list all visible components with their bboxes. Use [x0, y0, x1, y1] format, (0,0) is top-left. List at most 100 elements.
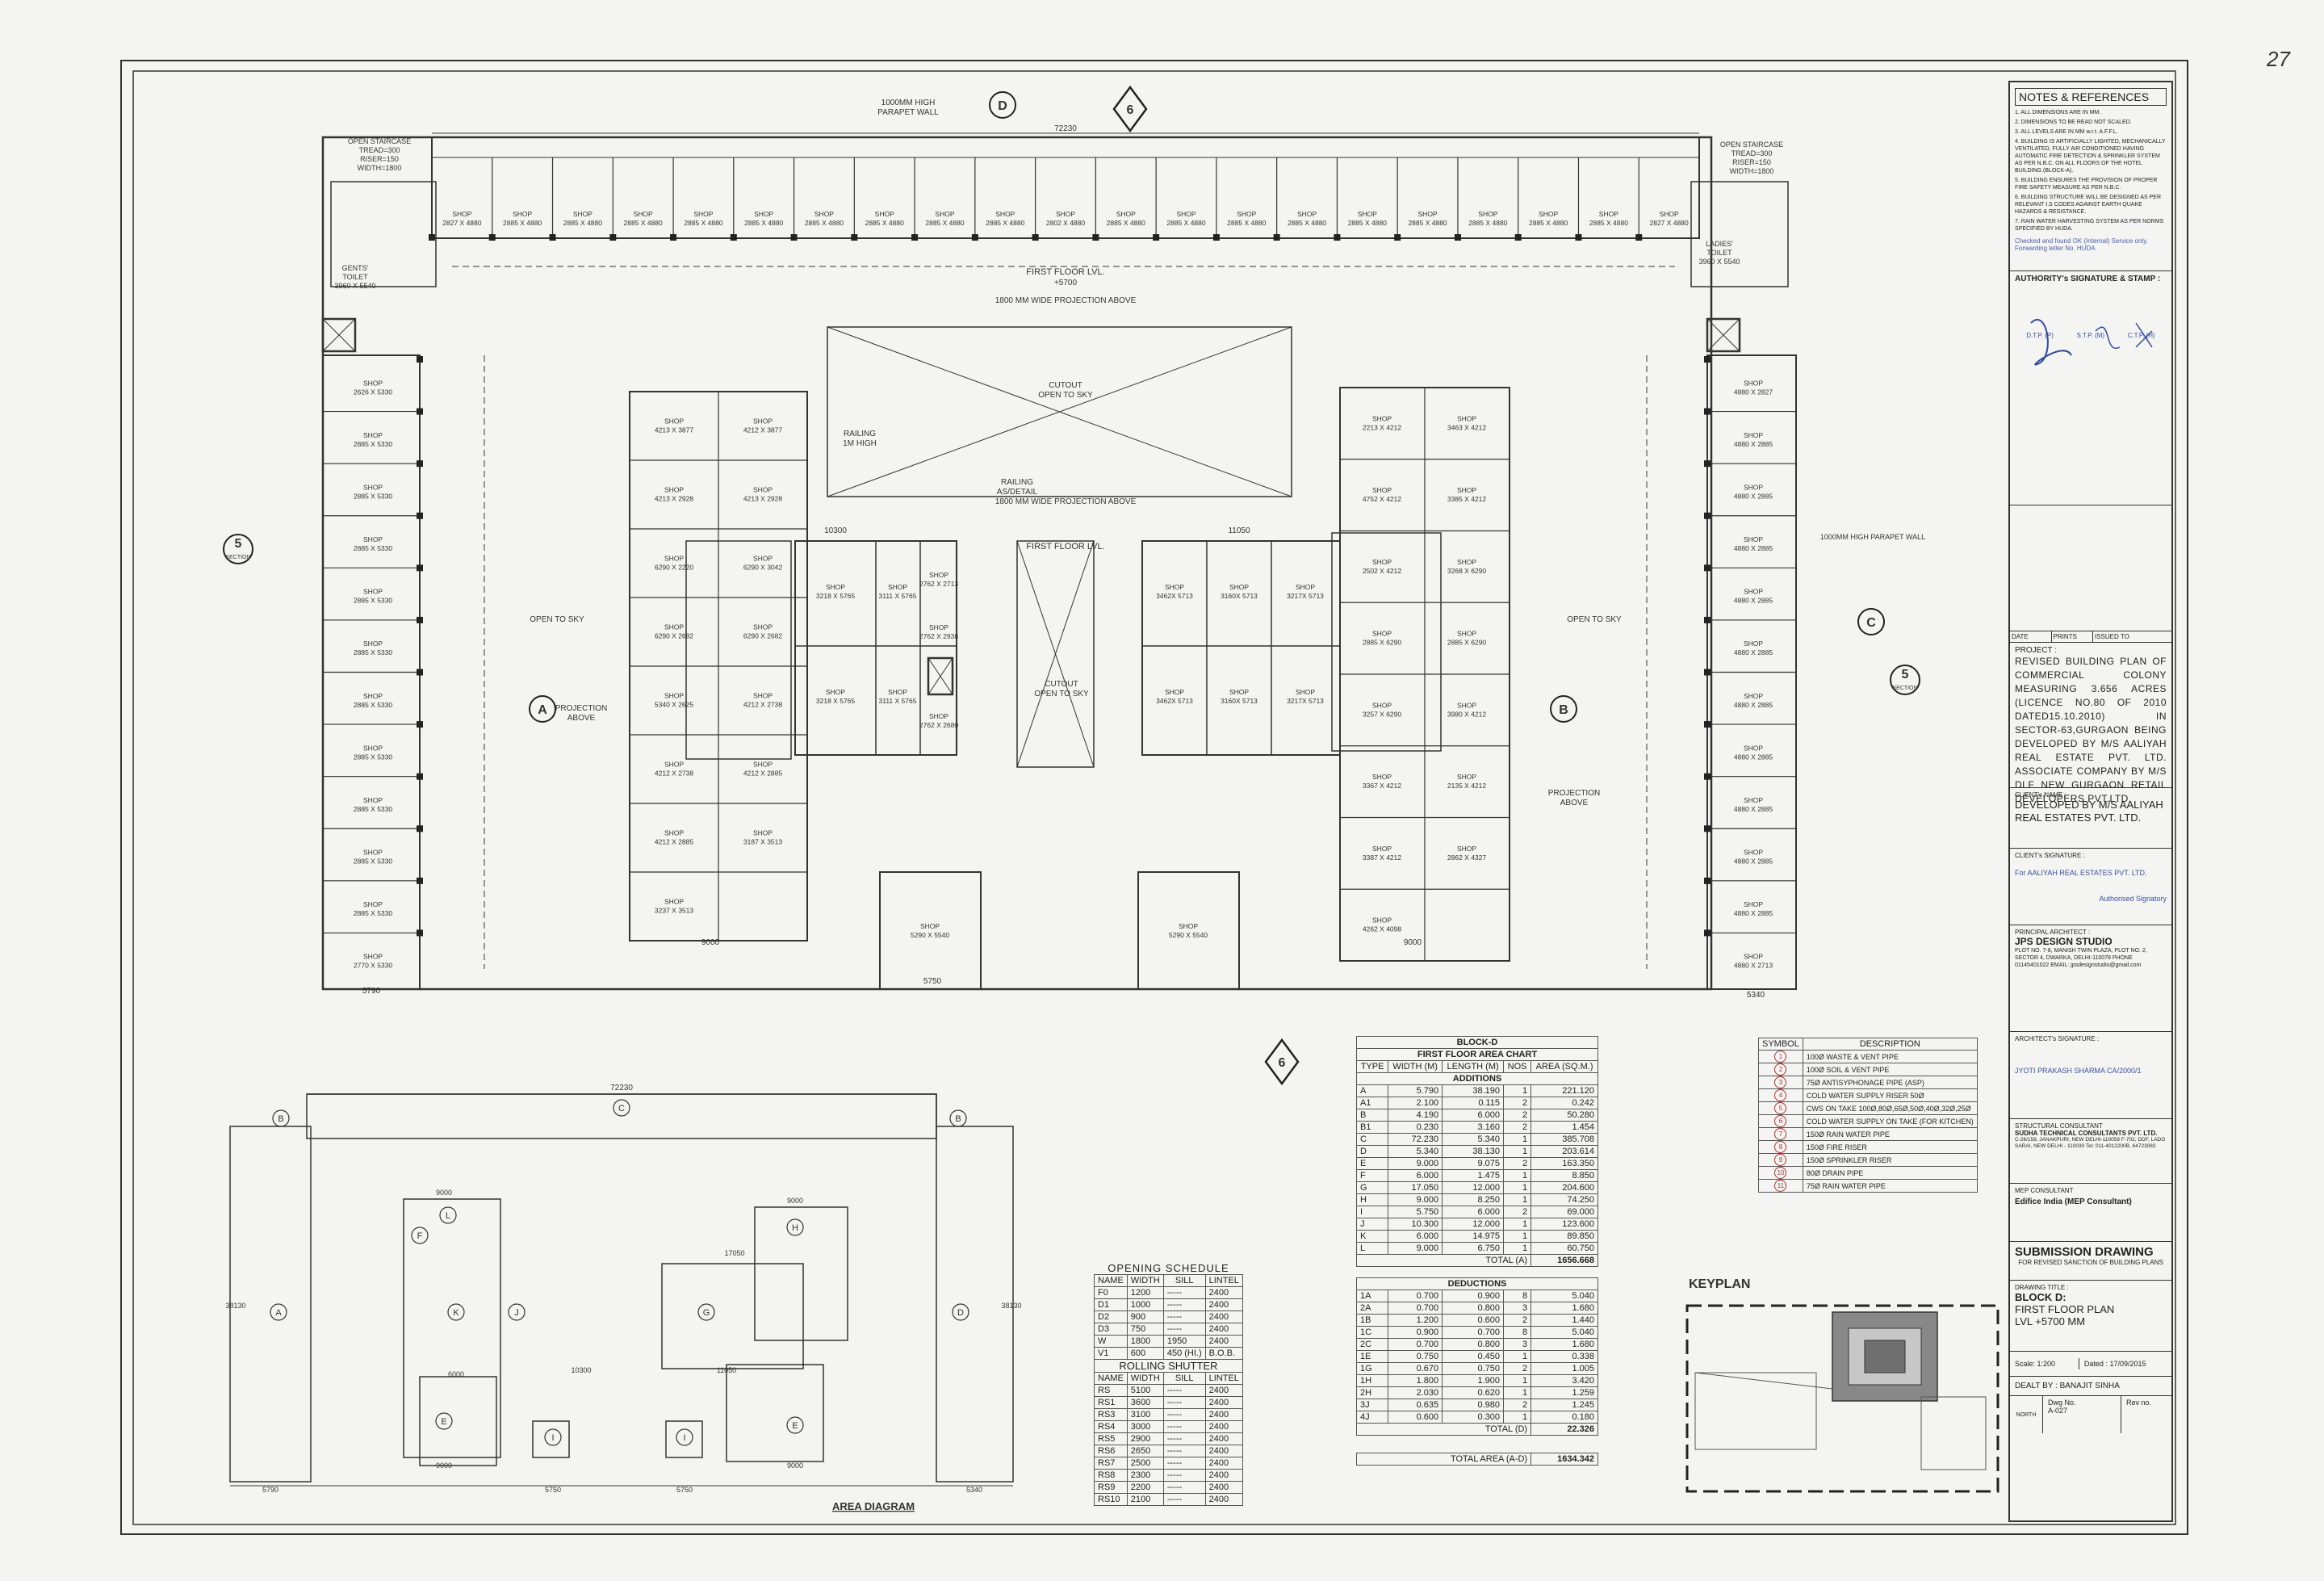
area-dim: 5750: [676, 1486, 693, 1494]
legend-cell: 5: [1758, 1101, 1803, 1115]
deduction-cell: 8: [1503, 1290, 1532, 1302]
addition-cell: 6.000: [1442, 1109, 1505, 1122]
right-shop-5: SHOP: [1744, 640, 1763, 648]
area-chart-title: FIRST FLOOR AREA CHART: [1356, 1048, 1598, 1061]
deduction-cell: 0.700: [1442, 1326, 1505, 1339]
addition-cell: 72.230: [1388, 1133, 1443, 1146]
area-dim: 5750: [545, 1486, 561, 1494]
rolling-cell: RS7: [1094, 1457, 1128, 1470]
area-dim: 10300: [571, 1366, 591, 1374]
area-letter-circle: [786, 1218, 804, 1236]
authority-stp: S.T.P. (M): [2076, 332, 2105, 339]
architect-section: PRINCIPAL ARCHITECT : JPS DESIGN STUDIO …: [2010, 925, 2171, 1032]
top-shop-13: SHOP: [1237, 210, 1256, 218]
section-label-left: SECTION: [225, 555, 250, 560]
legend-cell: 100Ø SOIL & VENT PIPE: [1802, 1063, 1978, 1076]
left-shop-10: SHOP: [363, 900, 383, 908]
rolling-cell: RS9: [1094, 1481, 1128, 1494]
area-dim: 9000: [787, 1197, 803, 1205]
rolling-cell: 2400: [1204, 1445, 1243, 1457]
gents-toilet: [330, 181, 437, 287]
center-left-shop-6-size: 2762 X 2680: [919, 721, 958, 729]
legend-cell: 11: [1758, 1179, 1803, 1193]
legend-header: DESCRIPTION: [1802, 1038, 1978, 1051]
authority-section: AUTHORITY's SIGNATURE & STAMP : D.T.P. (…: [2010, 271, 2171, 505]
marker-A: A: [538, 703, 547, 717]
area-letter-circle: [447, 1303, 465, 1321]
top-shop-10-size: 2802 X 4880: [1046, 219, 1085, 227]
column: [417, 512, 423, 519]
addition-cell: 10.300: [1388, 1218, 1443, 1231]
dim-11050: 11050: [1228, 526, 1250, 535]
area-letter-circle: [439, 1206, 457, 1224]
dim-5790: 5790: [362, 987, 381, 996]
inner-left-shop-0: SHOP: [664, 417, 684, 426]
deduction-cell: 1.800: [1388, 1374, 1443, 1387]
deduction-cell: 1: [1503, 1350, 1532, 1363]
addition-cell: 0.242: [1530, 1097, 1598, 1109]
center-left-shop-4: SHOP: [826, 688, 845, 696]
addition-cell: 1: [1503, 1193, 1532, 1206]
top-shop-7: SHOP: [875, 210, 894, 218]
column: [1704, 669, 1711, 676]
rolling-cell: -----: [1162, 1469, 1206, 1482]
proj-above-right: PROJECTION: [1548, 789, 1600, 798]
center-right-shop-4: SHOP: [1229, 688, 1249, 696]
deduction-cell: 2: [1503, 1314, 1532, 1327]
rolling-cell: -----: [1162, 1457, 1206, 1470]
inner-left-shop-11-size: 4212 X 2885: [743, 770, 782, 778]
addition-cell: 14.975: [1442, 1230, 1505, 1243]
right-shop-2-size: 4880 X 2885: [1734, 492, 1773, 500]
center-right-shop-3-size: 3462X 5713: [1156, 697, 1193, 705]
deduction-cell: 5.040: [1530, 1326, 1598, 1339]
top-dim: 72230: [1054, 124, 1077, 133]
center-left-shop-2-size: 2762 X 2713: [919, 580, 958, 588]
addition-cell: 12.000: [1442, 1181, 1505, 1194]
opening-cell: 1800: [1126, 1335, 1164, 1348]
area-letter-circle: [613, 1099, 630, 1117]
top-shop-11: SHOP: [1116, 210, 1136, 218]
addition-cell: 0.115: [1442, 1097, 1505, 1109]
railing-detail: RAILING: [1001, 478, 1033, 487]
bottom-shop-0: SHOP: [920, 922, 940, 930]
notes-title: NOTES & REFERENCES: [2015, 88, 2167, 106]
addition-cell: 60.750: [1530, 1242, 1598, 1255]
left-shop-11: SHOP: [363, 953, 383, 961]
inner-left-shop-5-size: 6290 X 3042: [743, 564, 782, 572]
legend-symbol-icon: 11: [1774, 1180, 1787, 1192]
open-sky-right: OPEN TO SKY: [1567, 615, 1622, 624]
rolling-cell: 2400: [1204, 1384, 1243, 1397]
marker-5-right: 5: [1902, 668, 1909, 681]
inner-left-shop-11: SHOP: [753, 761, 773, 769]
opening-cell: 750: [1126, 1323, 1164, 1336]
addition-cell: 1.475: [1442, 1169, 1505, 1182]
right-shop-11-size: 4880 X 2713: [1734, 962, 1773, 970]
inner-right-shop-12-size: 3387 X 4212: [1363, 853, 1401, 862]
column: [1704, 773, 1711, 780]
deduction-cell: 1: [1503, 1374, 1532, 1387]
addition-cell: 4.190: [1388, 1109, 1443, 1122]
left-shop-7-size: 2885 X 5330: [354, 753, 392, 761]
area-letter-circle: [952, 1303, 969, 1321]
rolling-cell: RS: [1094, 1384, 1128, 1397]
inner-left-shop-9: SHOP: [753, 692, 773, 700]
section-markers: [223, 85, 1920, 1086]
notes-list: 1. ALL DIMENSIONS ARE IN MM.2. DIMENSION…: [2015, 109, 2167, 233]
keyplan: KEYPLAN: [1685, 1277, 1999, 1493]
left-shop-2: SHOP: [363, 483, 383, 491]
inner-right-shop-2: SHOP: [1372, 486, 1392, 494]
addition-cell: 8.250: [1442, 1193, 1505, 1206]
left-shop-5: SHOP: [363, 640, 383, 648]
opening-cell: B.O.B.: [1204, 1347, 1243, 1360]
deduction-cell: 1.440: [1530, 1314, 1598, 1327]
